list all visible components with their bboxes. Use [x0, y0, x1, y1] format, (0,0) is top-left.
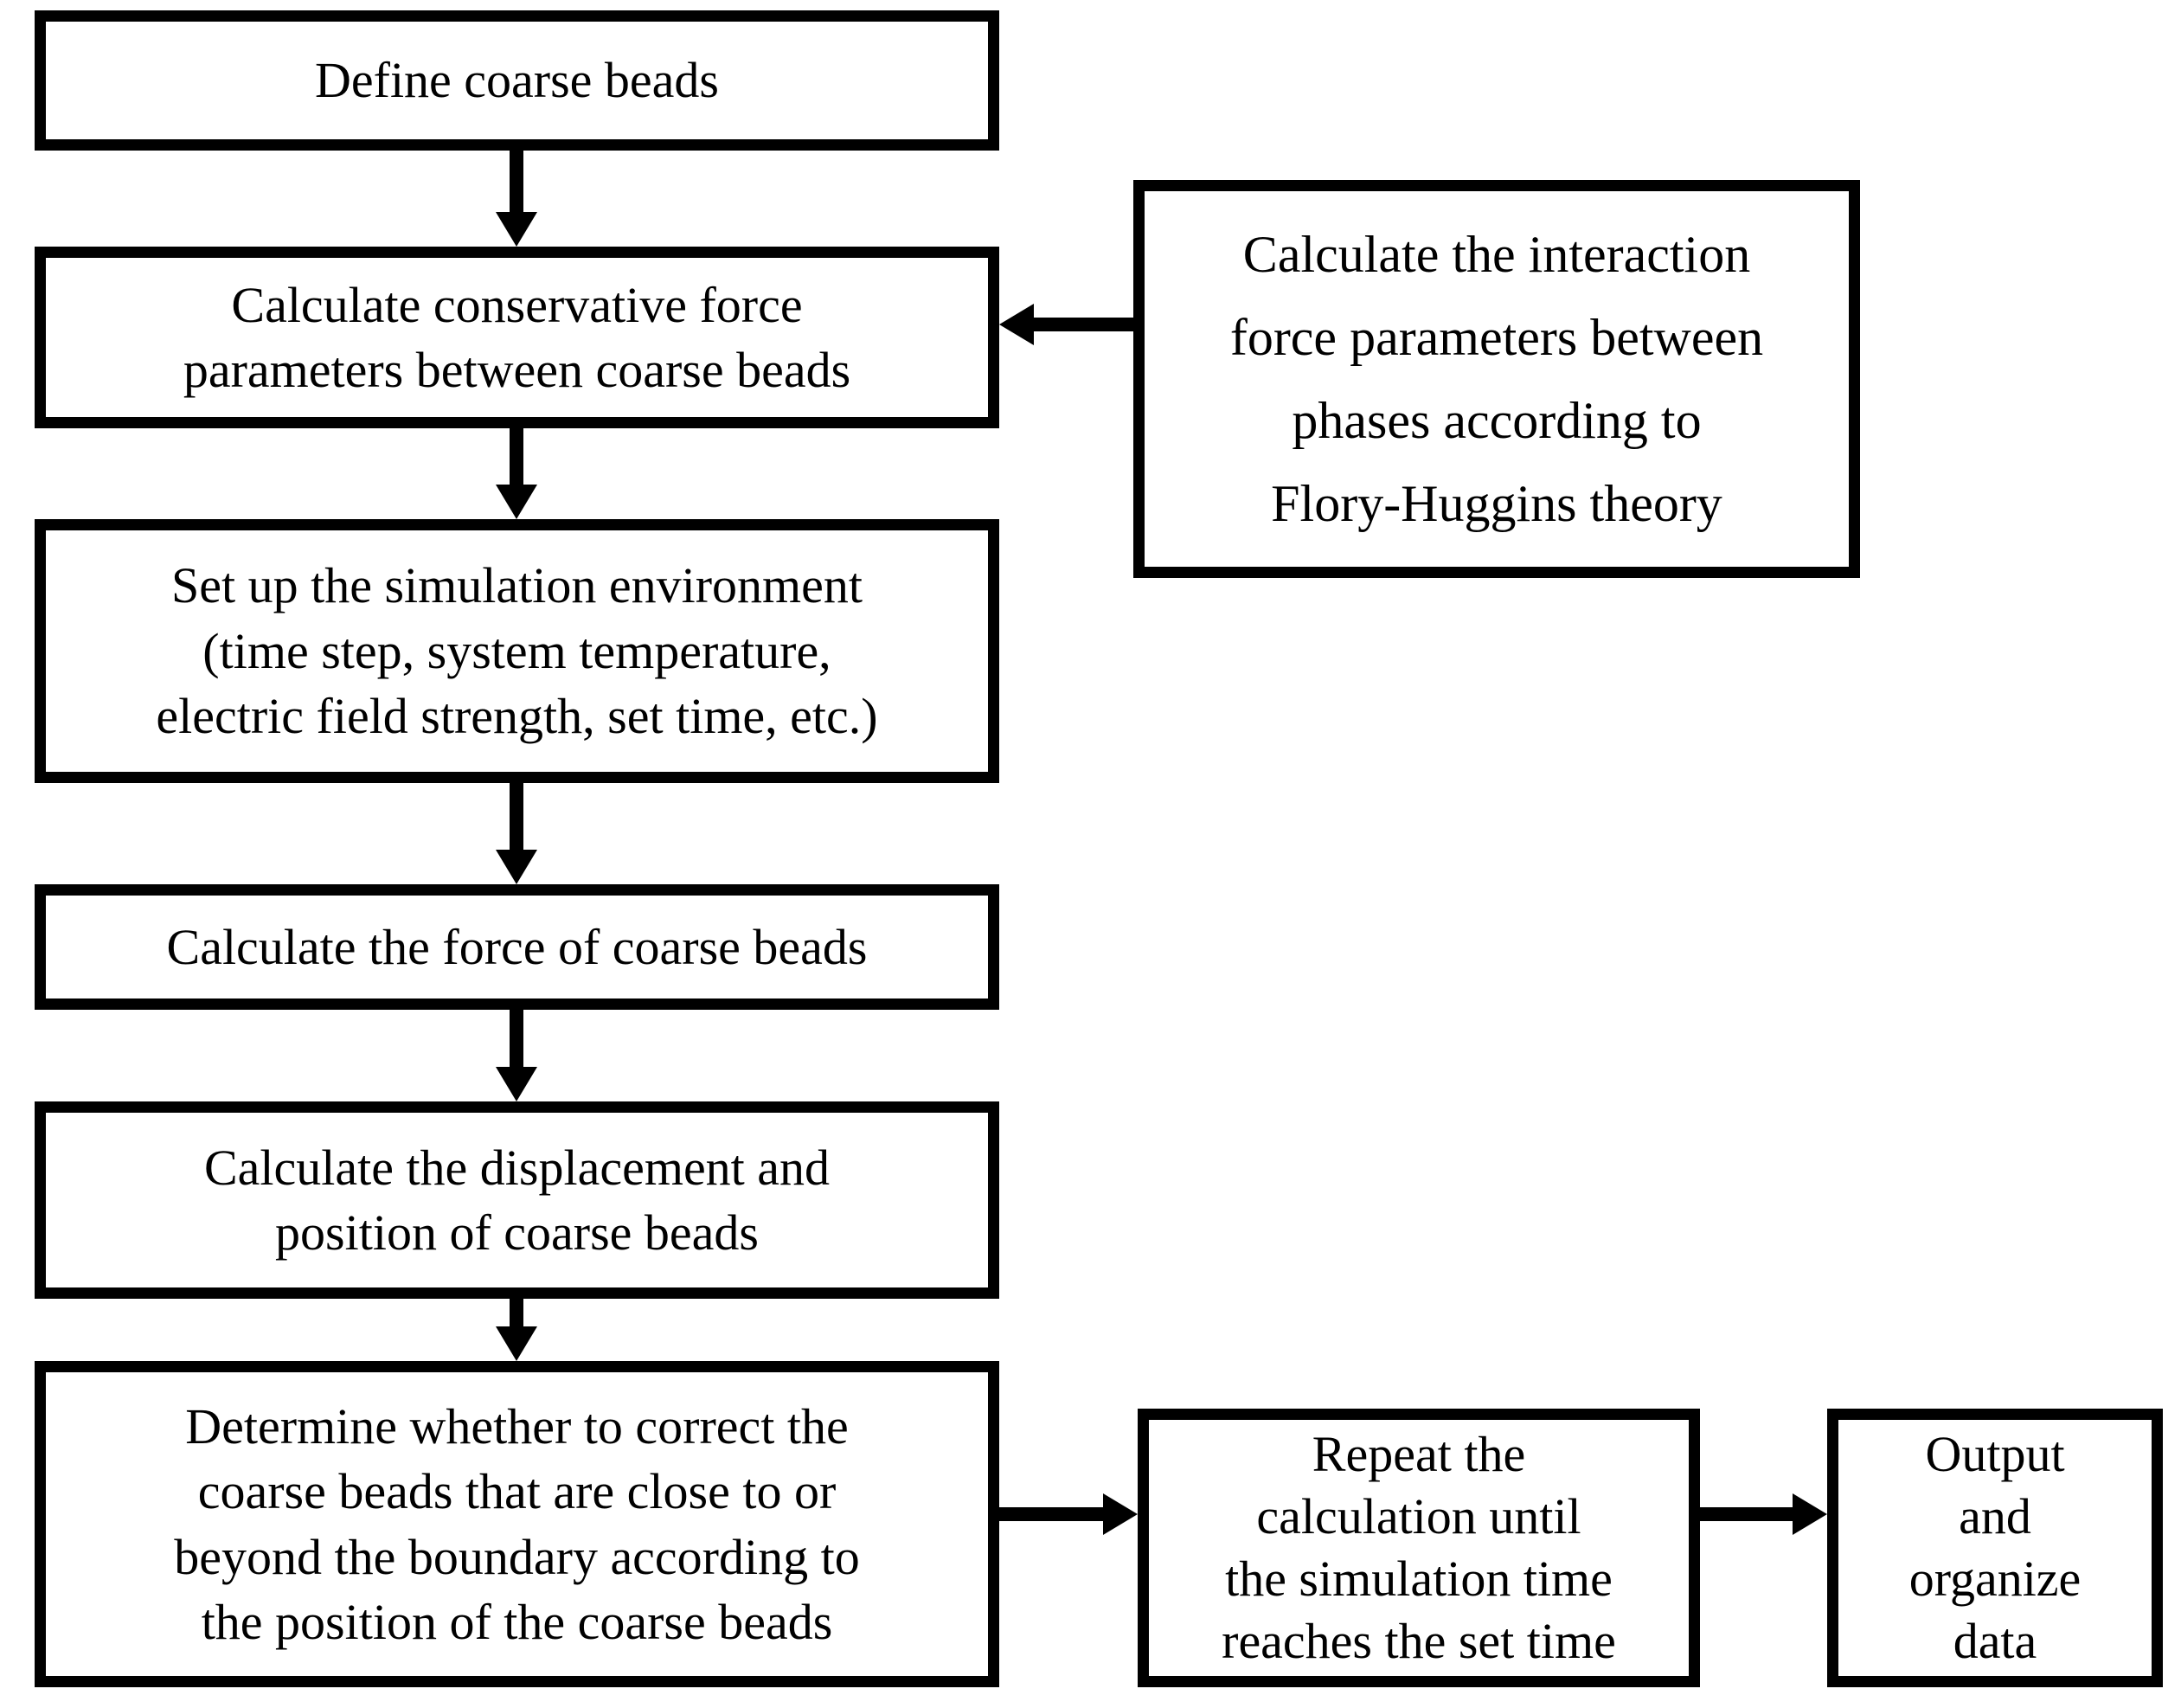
node-interaction-flory-huggins: Calculate the interaction force paramete…: [1133, 180, 1860, 578]
arrow-shaft: [1700, 1507, 1793, 1521]
arrow-shaft: [510, 783, 523, 850]
arrowhead-down-icon: [496, 485, 537, 519]
node-displacement-position: Calculate the displacement and position …: [35, 1101, 999, 1299]
node-label: Calculate the interaction force paramete…: [1229, 226, 1764, 532]
arrowhead-left-icon: [999, 304, 1034, 345]
arrow-displacement-to-determine: [496, 1299, 537, 1361]
node-label: Output and organize data: [1908, 1426, 2082, 1669]
node-label: Calculate conservative force parameters …: [183, 276, 851, 398]
node-calculate-force: Calculate the force of coarse beads: [35, 884, 999, 1010]
arrowhead-down-icon: [496, 1067, 537, 1101]
arrow-shaft: [510, 1010, 523, 1067]
arrowhead-right-icon: [1103, 1493, 1138, 1535]
arrowhead-right-icon: [1793, 1493, 1827, 1535]
arrow-define-to-conservative: [496, 151, 537, 247]
node-conservative-force-parameters: Calculate conservative force parameters …: [35, 247, 999, 428]
node-define-coarse-beads: Define coarse beads: [35, 10, 999, 151]
arrow-repeat-to-output: [1700, 1493, 1827, 1535]
node-label: Calculate the displacement and position …: [203, 1139, 831, 1261]
arrow-setup-to-force: [496, 783, 537, 884]
node-repeat-calculation: Repeat the calculation until the simulat…: [1138, 1409, 1700, 1687]
node-setup-simulation-environment: Set up the simulation environment (time …: [35, 519, 999, 783]
node-label: Define coarse beads: [315, 52, 719, 109]
arrow-shaft: [510, 151, 523, 212]
node-label: Determine whether to correct the coarse …: [174, 1397, 860, 1650]
arrowhead-down-icon: [496, 1326, 537, 1361]
arrow-conservative-to-setup: [496, 428, 537, 519]
arrow-interaction-to-conservative: [999, 304, 1133, 345]
node-label: Set up the simulation environment (time …: [156, 557, 878, 745]
arrow-shaft: [510, 1299, 523, 1326]
arrow-determine-to-repeat: [999, 1493, 1138, 1535]
node-label: Repeat the calculation until the simulat…: [1222, 1426, 1616, 1669]
arrowhead-down-icon: [496, 850, 537, 884]
arrow-shaft: [999, 1507, 1103, 1521]
arrow-shaft: [510, 428, 523, 485]
node-label: Calculate the force of coarse beads: [166, 918, 868, 975]
node-output-organize-data: Output and organize data: [1827, 1409, 2163, 1687]
node-determine-boundary-correction: Determine whether to correct the coarse …: [35, 1361, 999, 1687]
arrow-force-to-displacement: [496, 1010, 537, 1101]
arrowhead-down-icon: [496, 212, 537, 247]
arrow-shaft: [1034, 318, 1133, 331]
